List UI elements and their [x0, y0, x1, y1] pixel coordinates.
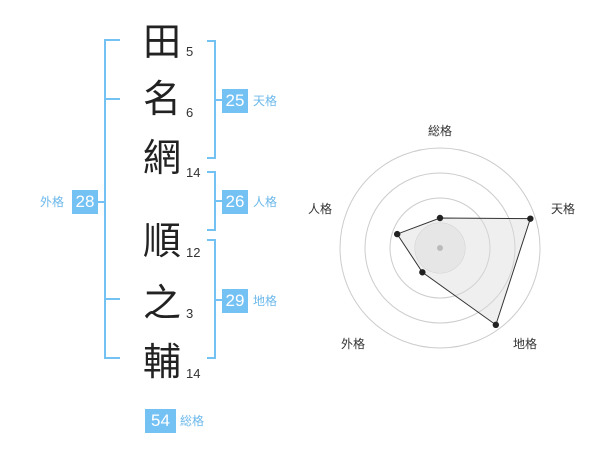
radar-label-gaikaku: 外格	[340, 337, 365, 351]
stroke-count-5: 3	[186, 306, 194, 321]
tenkaku-badge: 25	[222, 89, 248, 113]
name-char-2: 名	[142, 77, 181, 121]
radar-polygon	[396, 217, 532, 326]
gaikaku-label: 外格	[40, 195, 65, 209]
radar-label-jinkaku: 人格	[307, 202, 332, 216]
name-char-6: 輔	[142, 340, 181, 384]
tenkaku-label: 天格	[253, 94, 278, 108]
radar-point-2	[527, 215, 534, 222]
radar-point-1	[436, 214, 444, 222]
radar-label-soukaku: 総格	[427, 124, 452, 138]
soukaku-badge: 54	[145, 409, 176, 433]
name-char-1: 田	[142, 20, 181, 64]
jinkaku-label: 人格	[253, 195, 278, 209]
jinkaku-badge: 26	[222, 190, 248, 214]
chikaku-badge: 29	[222, 289, 248, 313]
radar-label-chikaku: 地格	[512, 337, 537, 351]
stroke-count-6: 14	[186, 366, 201, 381]
stroke-count-1: 5	[186, 44, 194, 59]
gaikaku-bracket	[104, 39, 120, 359]
stroke-count-4: 12	[186, 245, 201, 260]
radar-center-dot	[437, 245, 443, 251]
soukaku-label: 総格	[180, 414, 205, 428]
radar-ring-4	[339, 147, 541, 349]
stroke-count-3: 14	[186, 165, 201, 180]
name-char-5: 之	[142, 281, 181, 325]
chikaku-label: 地格	[253, 294, 278, 308]
stroke-count-2: 6	[186, 105, 194, 120]
radar-ring-3	[364, 172, 516, 324]
radar-ring-2	[389, 197, 491, 299]
radar-point-3	[492, 321, 500, 329]
gaikaku-badge: 28	[72, 190, 98, 214]
radar-point-4	[419, 269, 426, 276]
radar-label-tenkaku: 天格	[550, 202, 575, 216]
radar-point-5	[394, 230, 401, 238]
name-char-4: 順	[142, 219, 181, 263]
name-char-3: 網	[142, 136, 181, 180]
